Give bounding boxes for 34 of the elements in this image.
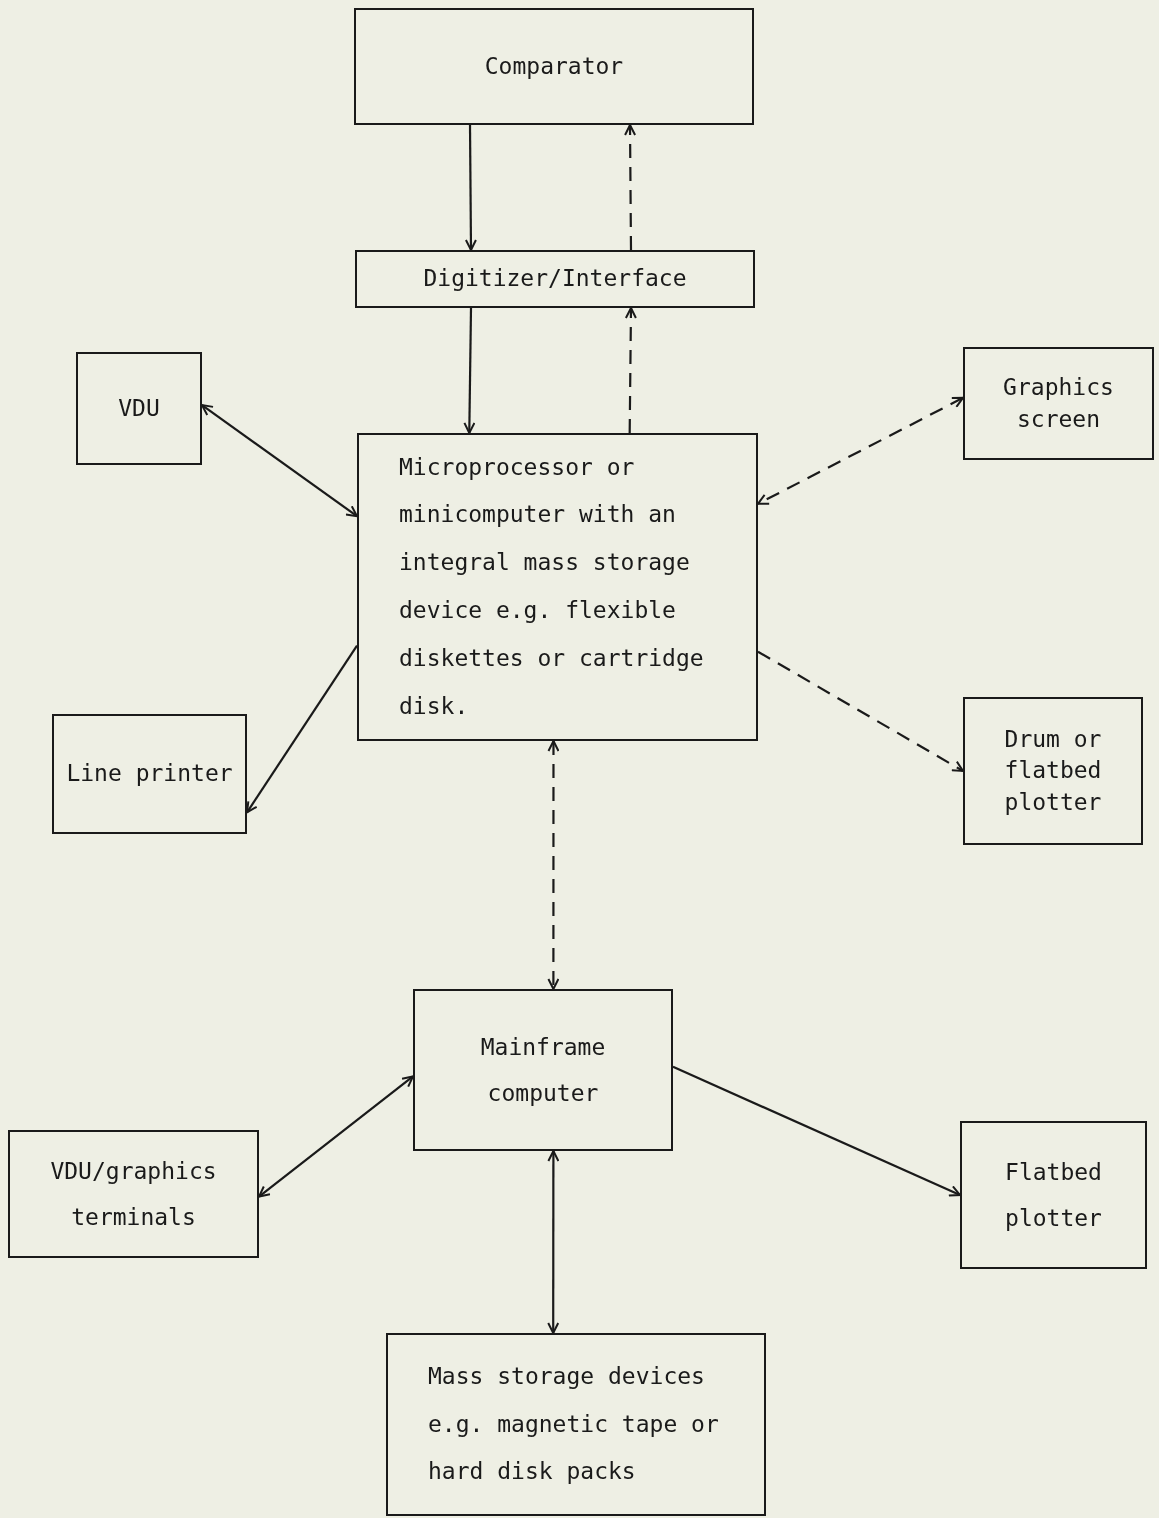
process-box: [963, 347, 1154, 460]
arrow: [624, 307, 637, 433]
process-box: [386, 1333, 766, 1516]
box-label: Graphics screen: [1002, 373, 1115, 434]
process-box: [76, 352, 202, 465]
arrow: [246, 644, 358, 814]
process-box: [355, 250, 755, 308]
arrow: [463, 308, 476, 434]
process-box: [963, 697, 1143, 845]
box-label: Comparator: [484, 51, 624, 81]
box-label: Line printer: [66, 759, 233, 789]
process-box: [357, 433, 758, 741]
process-box: [52, 714, 247, 834]
process-box: [413, 989, 673, 1151]
box-label: Mainframe computer: [479, 1033, 607, 1108]
box-label: VDU: [118, 393, 160, 423]
arrow: [547, 1150, 560, 1334]
box-label: Mass storage devices e.g. magnetic tape or hard disk packs: [428, 1361, 720, 1487]
process-box: [8, 1130, 259, 1258]
box-label: Microprocessor or minicomputer with an integral mass storage device e.g. flexible diskettes or cartridge disk.: [399, 452, 705, 721]
arrow: [547, 740, 560, 990]
box-label: Drum or flatbed plotter: [1003, 725, 1103, 817]
arrow: [201, 404, 358, 518]
arrow: [757, 396, 964, 505]
arrow: [258, 1075, 414, 1198]
box-label: Flatbed plotter: [1004, 1158, 1103, 1233]
arrow: [624, 124, 637, 250]
process-box: [960, 1121, 1147, 1269]
box-label: VDU/graphics terminals: [49, 1157, 218, 1232]
arrow: [672, 1065, 961, 1197]
arrow: [464, 125, 477, 251]
process-box: [354, 8, 754, 125]
box-label: Digitizer/Interface: [423, 264, 687, 294]
arrow: [757, 650, 964, 772]
